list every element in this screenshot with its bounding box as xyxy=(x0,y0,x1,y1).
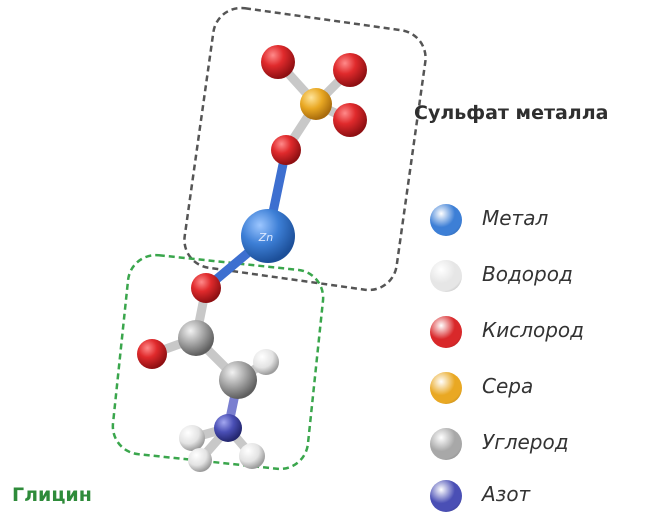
legend-item-metal: Метал xyxy=(430,200,640,240)
legend-label: Метал xyxy=(482,206,549,230)
hydrogen-atom xyxy=(179,425,205,451)
nitrogen-atom xyxy=(214,414,242,442)
oxygen-atom xyxy=(333,103,367,137)
zinc-atom-label: Zn xyxy=(258,231,274,244)
legend-label: Кислород xyxy=(482,318,584,342)
oxygen-atom xyxy=(191,273,221,303)
legend-label: Азот xyxy=(482,482,531,506)
zinc-atom xyxy=(241,209,295,263)
sulfur-swatch-icon xyxy=(430,372,462,404)
legend-label: Углерод xyxy=(482,430,569,454)
oxygen-swatch-icon xyxy=(430,316,462,348)
bonds xyxy=(147,57,355,465)
carbon-swatch-icon xyxy=(430,428,462,460)
legend-label: Сера xyxy=(482,374,534,398)
hydrogen-atom xyxy=(253,349,279,375)
metal-swatch-icon xyxy=(430,204,462,236)
hydrogen-swatch-icon xyxy=(430,260,462,292)
hydrogen-atom xyxy=(239,443,265,469)
sulfate-group-label: Сульфат металла xyxy=(414,102,609,124)
legend-item-oxygen: Кислород xyxy=(430,312,640,352)
legend-item-hydrogen: Водород xyxy=(430,256,640,296)
legend-item-carbon: Углерод xyxy=(430,424,640,464)
carbon-atom xyxy=(219,361,257,399)
legend-item-nitrogen: Азот xyxy=(430,476,640,513)
sulfur-atom xyxy=(300,88,332,120)
sulfate-group-box xyxy=(183,6,427,292)
legend-item-sulfur: Сера xyxy=(430,368,640,408)
legend-label: Водород xyxy=(482,262,573,286)
carbon-atom xyxy=(178,320,214,356)
oxygen-atom xyxy=(261,45,295,79)
oxygen-atom xyxy=(271,135,301,165)
glycine-group-label: Глицин xyxy=(12,484,92,506)
nitrogen-swatch-icon xyxy=(430,480,462,512)
hydrogen-atom xyxy=(188,448,212,472)
oxygen-atom xyxy=(137,339,167,369)
oxygen-atom xyxy=(333,53,367,87)
